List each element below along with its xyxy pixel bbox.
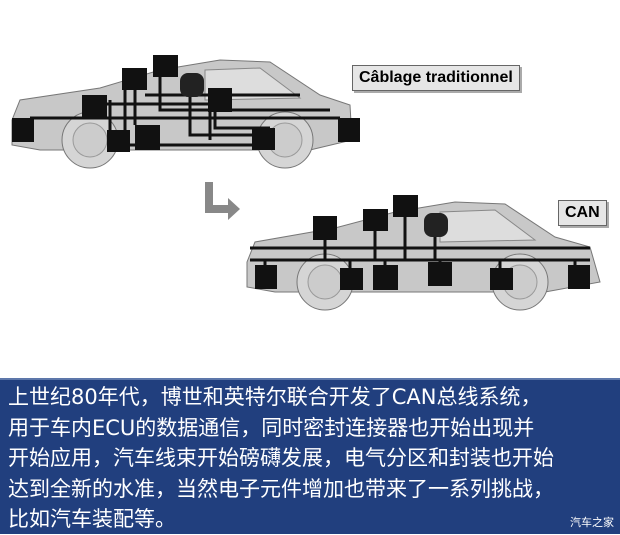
caption-text: 上世纪80年代，博世和英特尔联合开发了CAN总线系统， 用于车内ECU的数据通信…	[8, 382, 618, 535]
caption-line: 比如汽车装配等。	[8, 507, 176, 531]
caption-line: 开始应用，汽车线束开始磅礴发展，电气分区和封装也开始	[8, 446, 554, 470]
caption-line: 用于车内ECU的数据通信，同时密封连接器也开始出现并	[8, 415, 535, 440]
car-can	[246, 195, 601, 311]
caption-line: 达到全新的水准，当然电子元件增加也带来了一系列挑战，	[8, 476, 554, 501]
car-traditional	[11, 55, 360, 169]
wiring-diagram	[11, 55, 601, 311]
label-can: CAN	[558, 200, 607, 226]
caption-band: 上世纪80年代，博世和英特尔联合开发了CAN总线系统， 用于车内ECU的数据通信…	[0, 378, 620, 534]
arrow-icon	[205, 182, 240, 220]
label-traditional-wiring: Câblage traditionnel	[352, 65, 520, 91]
caption-line: 上世纪80年代，博世和英特尔联合开发了CAN总线系统，	[8, 385, 542, 409]
watermark: 汽车之家	[570, 516, 614, 529]
